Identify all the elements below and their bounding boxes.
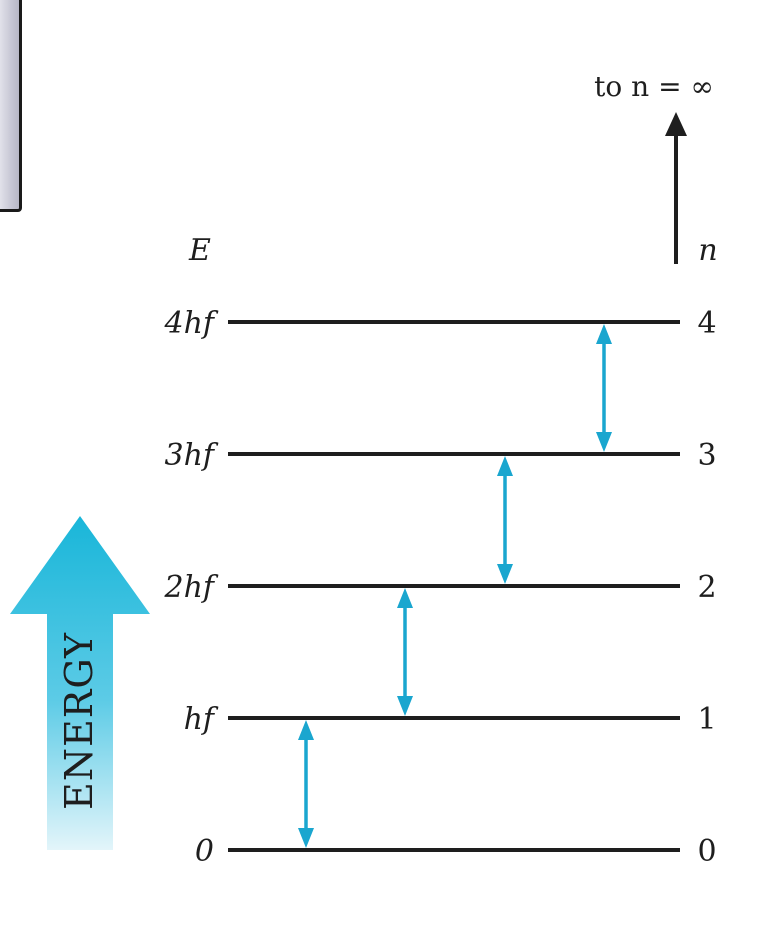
energy-levels: 0 0 hf 1 2hf 2 3hf 3 4hf 4 xyxy=(163,306,716,869)
transition-arrow-2-3 xyxy=(497,456,513,584)
quantum-number-4: 4 xyxy=(697,306,716,341)
energy-arrow xyxy=(10,516,150,850)
quantum-number-1: 1 xyxy=(697,702,716,737)
corner-panel xyxy=(0,0,22,212)
energy-label-0: 0 xyxy=(195,834,214,869)
energy-label-3: 3hf xyxy=(164,438,218,473)
energy-label-1: hf xyxy=(184,702,219,737)
transition-arrow-1-2 xyxy=(397,588,413,716)
quantum-number-0: 0 xyxy=(697,834,716,869)
transition-arrow-3-4 xyxy=(596,324,612,452)
energy-arrow-label: ENERGY xyxy=(57,632,101,810)
infinity-arrow xyxy=(665,112,687,264)
quantum-number-label: n xyxy=(698,233,717,268)
transition-arrow-0-1 xyxy=(298,720,314,848)
energy-label-2: 2hf xyxy=(163,570,218,605)
energy-axis-label: E xyxy=(188,233,211,268)
energy-label-4: 4hf xyxy=(163,306,218,341)
quantum-number-2: 2 xyxy=(697,570,716,605)
transitions xyxy=(298,324,612,848)
quantum-number-3: 3 xyxy=(697,438,716,473)
infinity-label: to n = ∞ xyxy=(594,70,714,103)
